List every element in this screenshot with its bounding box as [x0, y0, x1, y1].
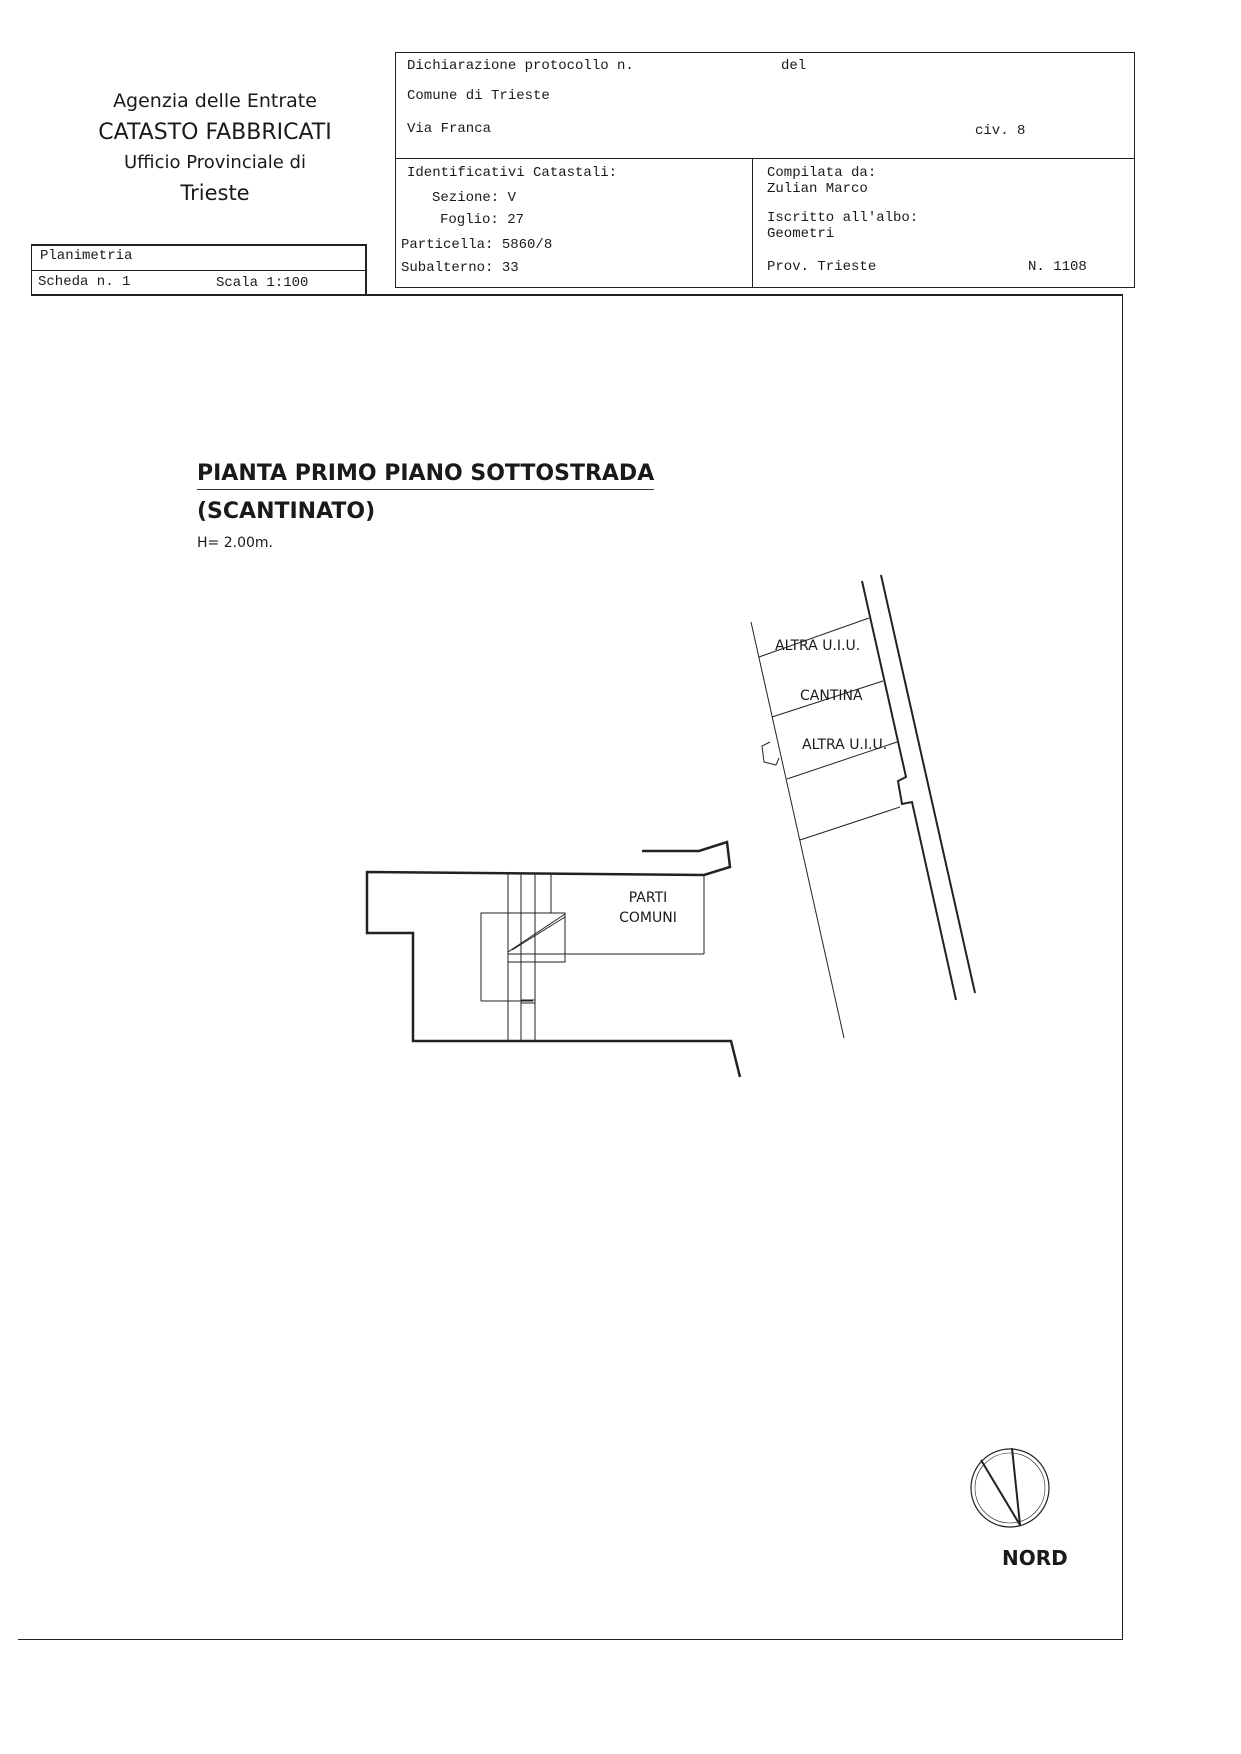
sezione: Sezione: V [432, 190, 517, 206]
sheet-scale: Scala 1:100 [216, 275, 309, 291]
office-city: Trieste [180, 181, 250, 205]
register: Geometri [767, 226, 835, 242]
register-number: N. 1108 [1028, 259, 1087, 275]
protocol-label: Dichiarazione protocollo n. [407, 58, 634, 74]
agency-name: Agenzia delle Entrate [113, 90, 317, 112]
street-walls [861, 574, 976, 1001]
province: Prov. Trieste [767, 259, 877, 275]
office-name: Ufficio Provinciale di [124, 152, 306, 173]
plan-subtitle: (SCANTINATO) [197, 499, 376, 524]
compiler-label: Compilata da: [767, 165, 877, 181]
north-label: NORD [1002, 1546, 1068, 1570]
plan-title: PIANTA PRIMO PIANO SOTTOSTRADA [197, 461, 655, 490]
compiler-name: Zulian Marco [767, 181, 868, 197]
civic-number: civ. 8 [975, 123, 1026, 139]
sheet-number: Scheda n. 1 [38, 274, 131, 290]
subalterno: Subalterno: 33 [401, 260, 519, 276]
north-arrow-icon [970, 1447, 1050, 1528]
sheet-type: Planimetria [40, 248, 133, 264]
stair-lines [480, 873, 705, 1041]
label-common-1: PARTI [628, 890, 668, 906]
del-label: del [781, 58, 807, 74]
label-cellar: CANTINA [800, 688, 863, 704]
department-name: CATASTO FABBRICATI [98, 120, 332, 145]
register-label: Iscritto all'albo: [767, 210, 919, 226]
identifiers-heading: Identificativi Catastali: [407, 165, 618, 181]
comune: Comune di Trieste [407, 88, 550, 104]
cellar-block [750, 617, 901, 1039]
label-common-2: COMUNI [619, 910, 677, 926]
address: Via Franca [407, 121, 492, 137]
plan-height: H= 2.00m. [197, 535, 273, 551]
label-other-unit-1: ALTRA U.I.U. [775, 638, 861, 654]
foglio: Foglio: 27 [440, 212, 525, 228]
common-area-outline [365, 840, 742, 1078]
particella: Particella: 5860/8 [401, 237, 553, 253]
label-other-unit-2: ALTRA U.I.U. [802, 737, 888, 753]
